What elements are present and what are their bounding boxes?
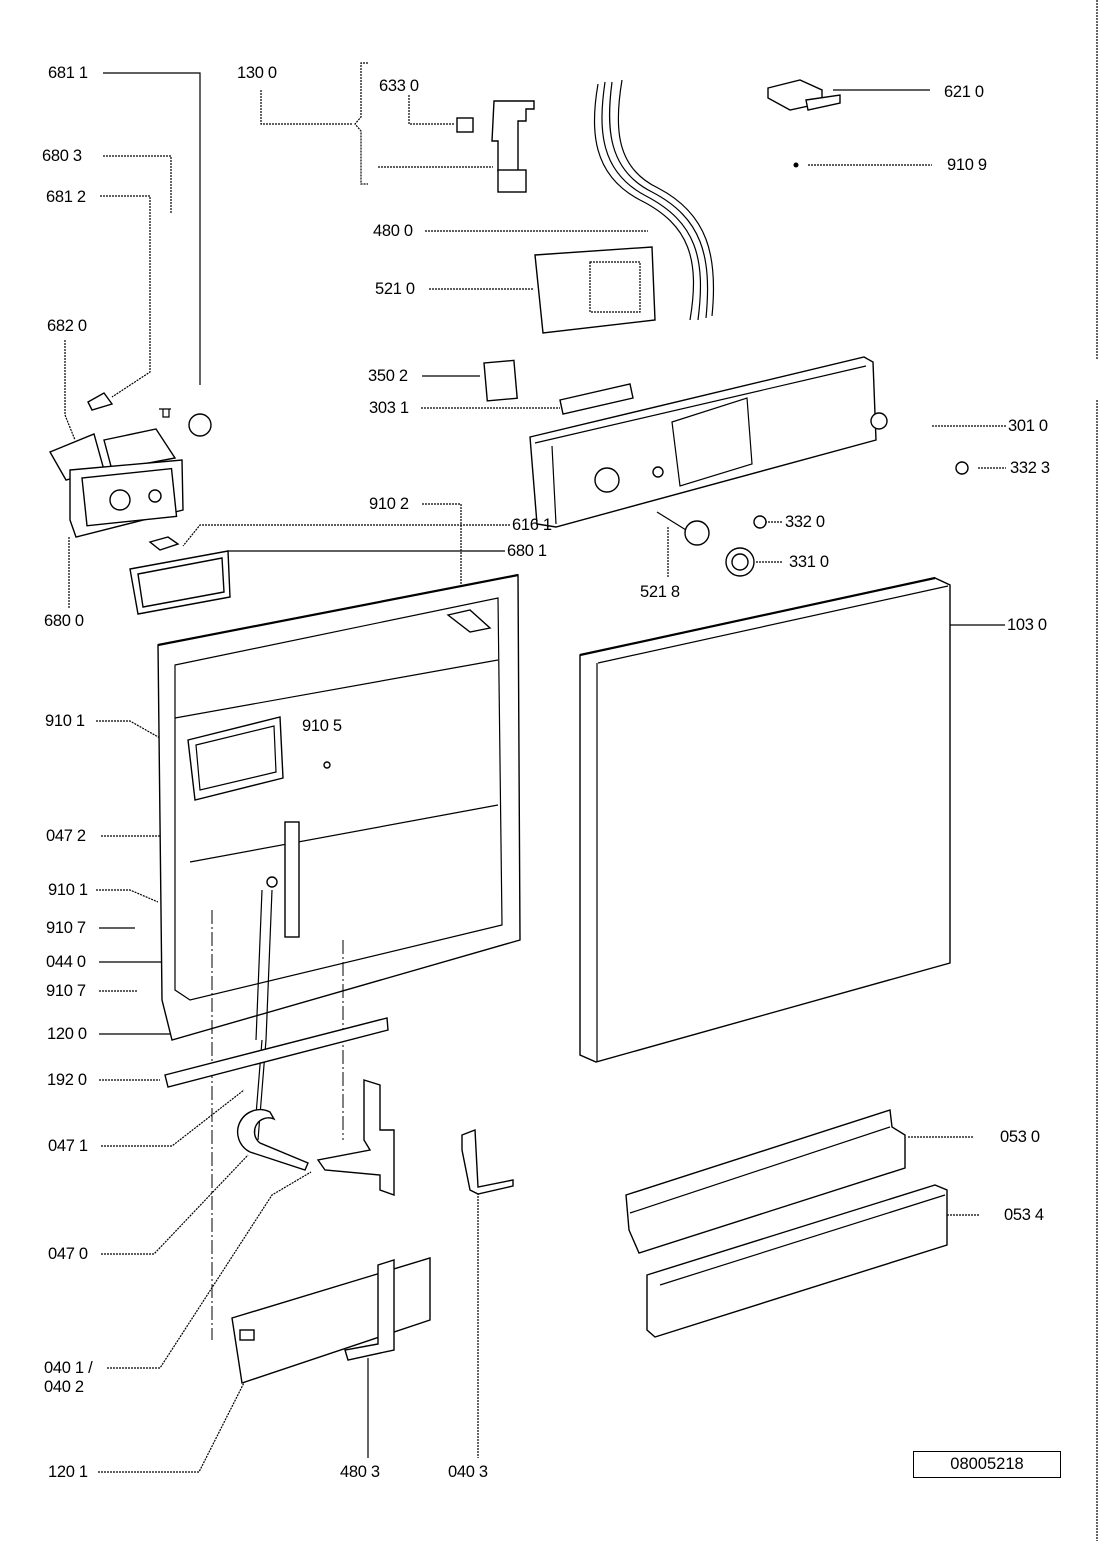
callout-331-0: 331 0: [789, 553, 829, 571]
callout-130-0: 130 0: [237, 64, 277, 82]
door-spring-part: [253, 876, 278, 1141]
selector-part: [684, 520, 710, 546]
kickplate-rail-part: [625, 1109, 906, 1254]
callout-910-7-lower: 910 7: [46, 982, 86, 1000]
seal-ring-part: [188, 413, 212, 437]
hinge-rail-part: [284, 821, 300, 938]
detergent-dispenser-part: [48, 428, 184, 538]
side-bracket-part: [461, 1129, 514, 1195]
dispenser-gasket-part: [129, 550, 231, 615]
callout-681-1: 681 1: [48, 64, 88, 82]
callout-040-3: 040 3: [448, 1463, 488, 1481]
callout-040-2: 040 2: [44, 1378, 84, 1396]
callout-047-0: 047 0: [48, 1245, 88, 1263]
callout-910-2: 910 2: [369, 495, 409, 513]
callout-682-0: 682 0: [47, 317, 87, 335]
knob-ring-part: [725, 547, 755, 577]
callout-120-1: 120 1: [48, 1463, 88, 1481]
control-panel-part: [529, 356, 888, 528]
callout-910-5: 910 5: [302, 717, 342, 735]
callout-910-7: 910 7: [46, 919, 86, 937]
callout-680-0: 680 0: [44, 612, 84, 630]
callout-103-0: 103 0: [1007, 616, 1047, 634]
callout-910-1: 910 1: [45, 712, 85, 730]
led-bar-part: [559, 383, 634, 415]
hinge-bracket-part: [316, 1079, 395, 1196]
front-door-panel-part: [579, 576, 951, 1063]
callout-621-0: 621 0: [944, 83, 984, 101]
callout-680-1: 680 1: [507, 542, 547, 560]
switch-part: [483, 359, 518, 402]
callout-053-0: 053 0: [1000, 1128, 1040, 1146]
screw-part: [793, 162, 799, 168]
bottom-panel-part: [231, 1257, 431, 1384]
callout-303-1: 303 1: [369, 399, 409, 417]
callout-120-0: 120 0: [47, 1025, 87, 1043]
callout-521-8: 521 8: [640, 583, 680, 601]
drawing-reference-number: 08005218: [913, 1451, 1061, 1478]
dispenser-cover-part: [87, 392, 114, 411]
control-module-part: [534, 246, 656, 334]
callout-047-1: 047 1: [48, 1137, 88, 1155]
callout-680-3: 680 3: [42, 147, 82, 165]
connector-part: [767, 79, 841, 111]
callout-910-1-lower: 910 1: [48, 881, 88, 899]
kickplate-cover-part: [646, 1184, 948, 1338]
inner-door-part: [157, 573, 521, 1340]
callout-301-0: 301 0: [1008, 417, 1048, 435]
callout-350-2: 350 2: [368, 367, 408, 385]
callout-332-3: 332 3: [1010, 459, 1050, 477]
door-lock-part: [456, 100, 535, 193]
seal-strip-part: [164, 1017, 389, 1088]
knob-part: [955, 461, 969, 475]
wiring-harness-part: [593, 79, 715, 321]
callout-910-9: 910 9: [947, 156, 987, 174]
callout-633-0: 633 0: [379, 77, 419, 95]
callout-332-0: 332 0: [785, 513, 825, 531]
callout-521-0: 521 0: [375, 280, 415, 298]
callout-480-0: 480 0: [373, 222, 413, 240]
callout-192-0: 192 0: [47, 1071, 87, 1089]
callout-616-1: 616 1: [512, 516, 552, 534]
callout-047-2: 047 2: [46, 827, 86, 845]
callout-053-4: 053 4: [1004, 1206, 1044, 1224]
callout-681-2: 681 2: [46, 188, 86, 206]
door-hinge-part: [236, 1108, 309, 1171]
dispenser-actuator-part: [148, 536, 180, 551]
clip-part: [159, 408, 171, 418]
spring-part: [753, 515, 767, 529]
callout-040-1: 040 1 /: [44, 1359, 93, 1377]
callout-044-0: 044 0: [46, 953, 86, 971]
callout-480-3: 480 3: [340, 1463, 380, 1481]
